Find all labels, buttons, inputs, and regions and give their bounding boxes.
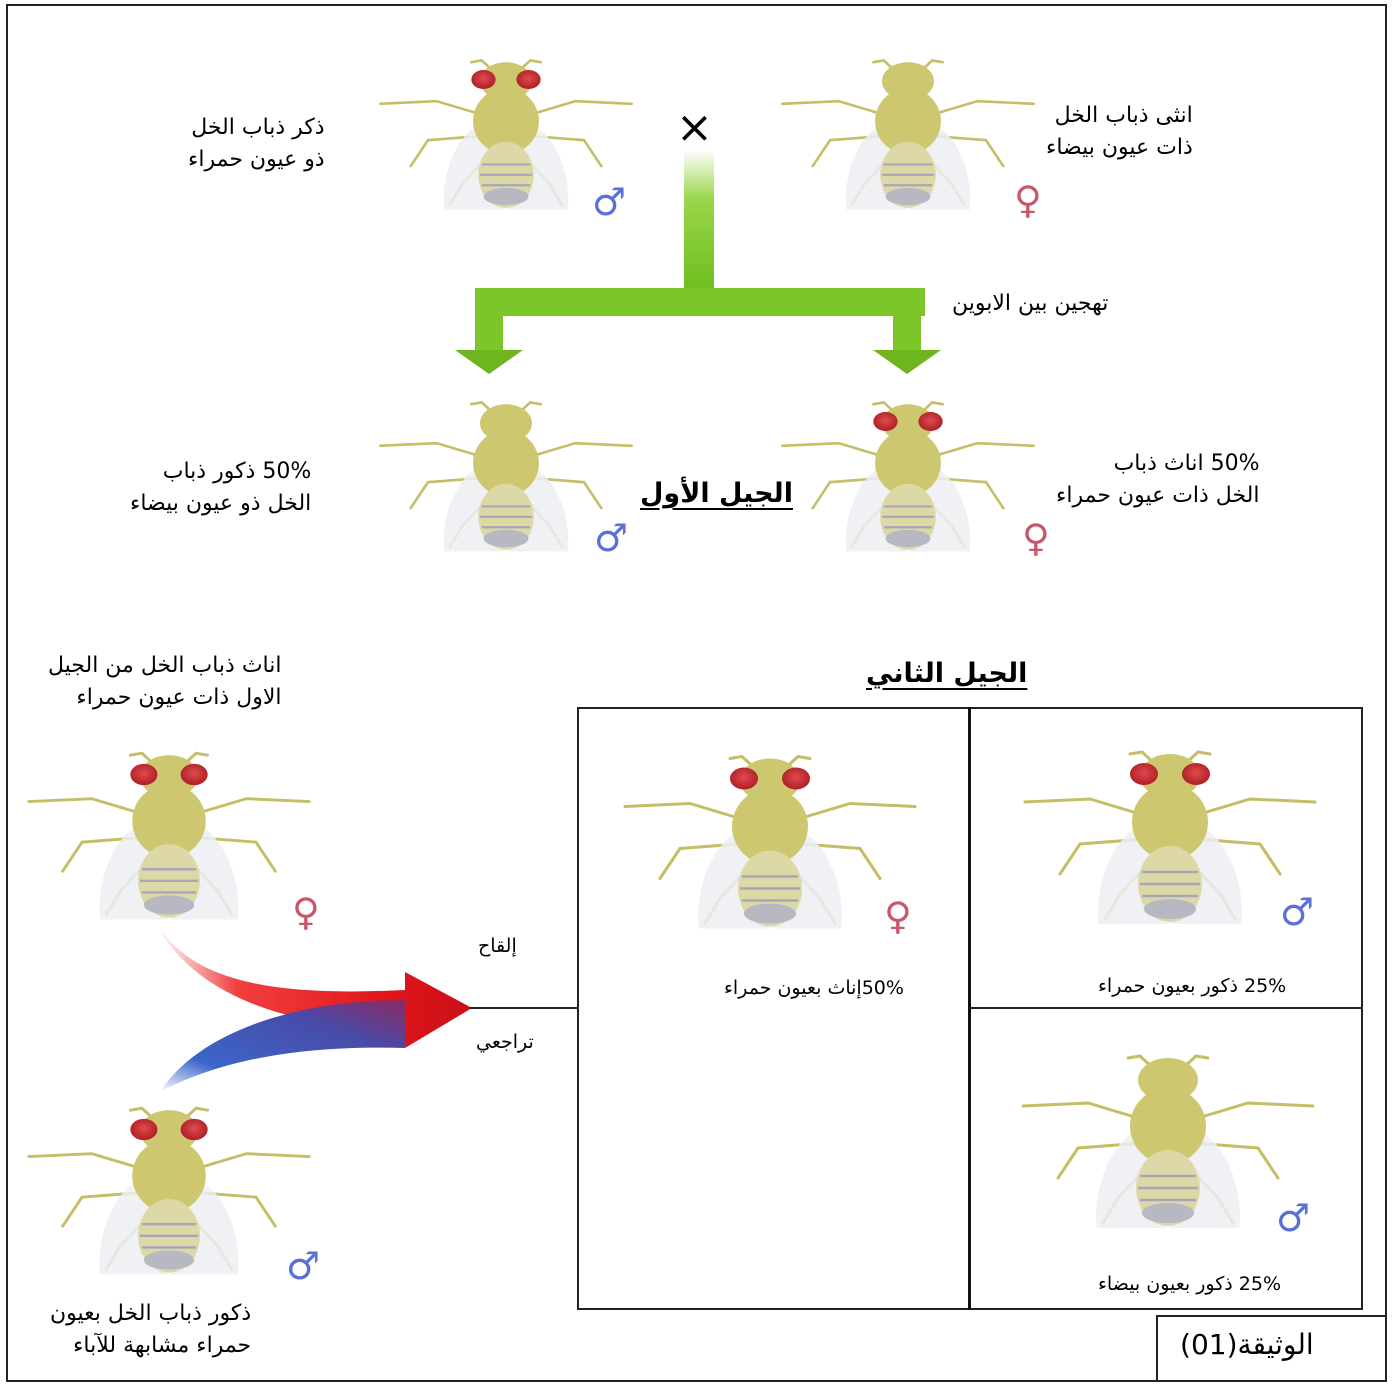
fly-icon xyxy=(1018,1038,1318,1238)
offspring-table-divider-horizontal xyxy=(970,1007,1363,1009)
female-symbol-icon: ♀ xyxy=(884,896,912,936)
fly-backcross-male xyxy=(24,1090,314,1285)
document-label: الوثيقة(01) xyxy=(1180,1325,1314,1365)
cross-caption: تهجين بين الابوين xyxy=(952,288,1108,320)
arrow-label-backcross: تراجعي xyxy=(476,1026,534,1058)
fly-parent-female xyxy=(778,44,1038,219)
fly-f1-female xyxy=(778,386,1038,561)
arrow-label-fertilization: إلقاح xyxy=(478,930,517,962)
green-arrow-bar xyxy=(475,288,925,316)
female-symbol-icon: ♀ xyxy=(1022,518,1050,558)
f2-cell-label: 50%إناث بعيون حمراء xyxy=(724,972,904,1004)
fly-icon xyxy=(778,44,1038,219)
f2-cell-label: 25% ذكور بعيون بيضاء xyxy=(1098,1268,1281,1300)
fly-f2-female-red xyxy=(620,736,920,941)
fly-icon xyxy=(778,386,1038,561)
fly-f2-male-white xyxy=(1018,1038,1318,1238)
fly-icon xyxy=(24,735,314,930)
parent-female-label: انثى ذباب الخل ذات عيون بيضاء xyxy=(1046,100,1193,164)
green-arrow-left-head xyxy=(455,350,523,374)
first-generation-title: الجيل الأول xyxy=(640,478,793,510)
green-arrow-stem xyxy=(684,150,714,290)
green-arrow-right-leg xyxy=(893,300,921,352)
fly-f2-male-red xyxy=(1020,734,1320,934)
male-symbol-icon: ♂ xyxy=(1276,1198,1310,1238)
backcross-female-label: اناث ذباب الخل من الجيل الاول ذات عيون ح… xyxy=(48,650,281,714)
fly-icon xyxy=(24,1090,314,1285)
fly-icon xyxy=(1020,734,1320,934)
backcross-male-label: ذكور ذباب الخل بعيون حمراء مشابهة للآباء xyxy=(50,1298,251,1362)
cross-symbol: × xyxy=(676,104,713,152)
male-symbol-icon: ♂ xyxy=(592,182,626,222)
fly-icon xyxy=(620,736,920,941)
female-symbol-icon: ♀ xyxy=(292,892,320,932)
male-symbol-icon: ♂ xyxy=(594,518,628,558)
f2-cell-label: 25% ذكور بعيون حمراء xyxy=(1098,970,1286,1002)
male-symbol-icon: ♂ xyxy=(286,1246,320,1286)
green-arrow-left-leg xyxy=(475,300,503,352)
cross-connector-line xyxy=(470,1007,578,1009)
f1-male-label: 50% ذكور ذباب الخل ذو عيون بيضاء xyxy=(130,456,311,520)
fly-backcross-female xyxy=(24,735,314,930)
green-arrow-right-head xyxy=(873,350,941,374)
f1-female-label: 50% اناث ذباب الخل ذات عيون حمراء xyxy=(1056,448,1259,512)
female-symbol-icon: ♀ xyxy=(1014,180,1042,220)
blue-fertilization-arrow xyxy=(160,1000,405,1092)
second-generation-title: الجيل الثاني xyxy=(866,658,1027,690)
male-symbol-icon: ♂ xyxy=(1280,892,1314,932)
parent-male-label: ذكر ذباب الخل ذو عيون حمراء xyxy=(188,112,325,176)
